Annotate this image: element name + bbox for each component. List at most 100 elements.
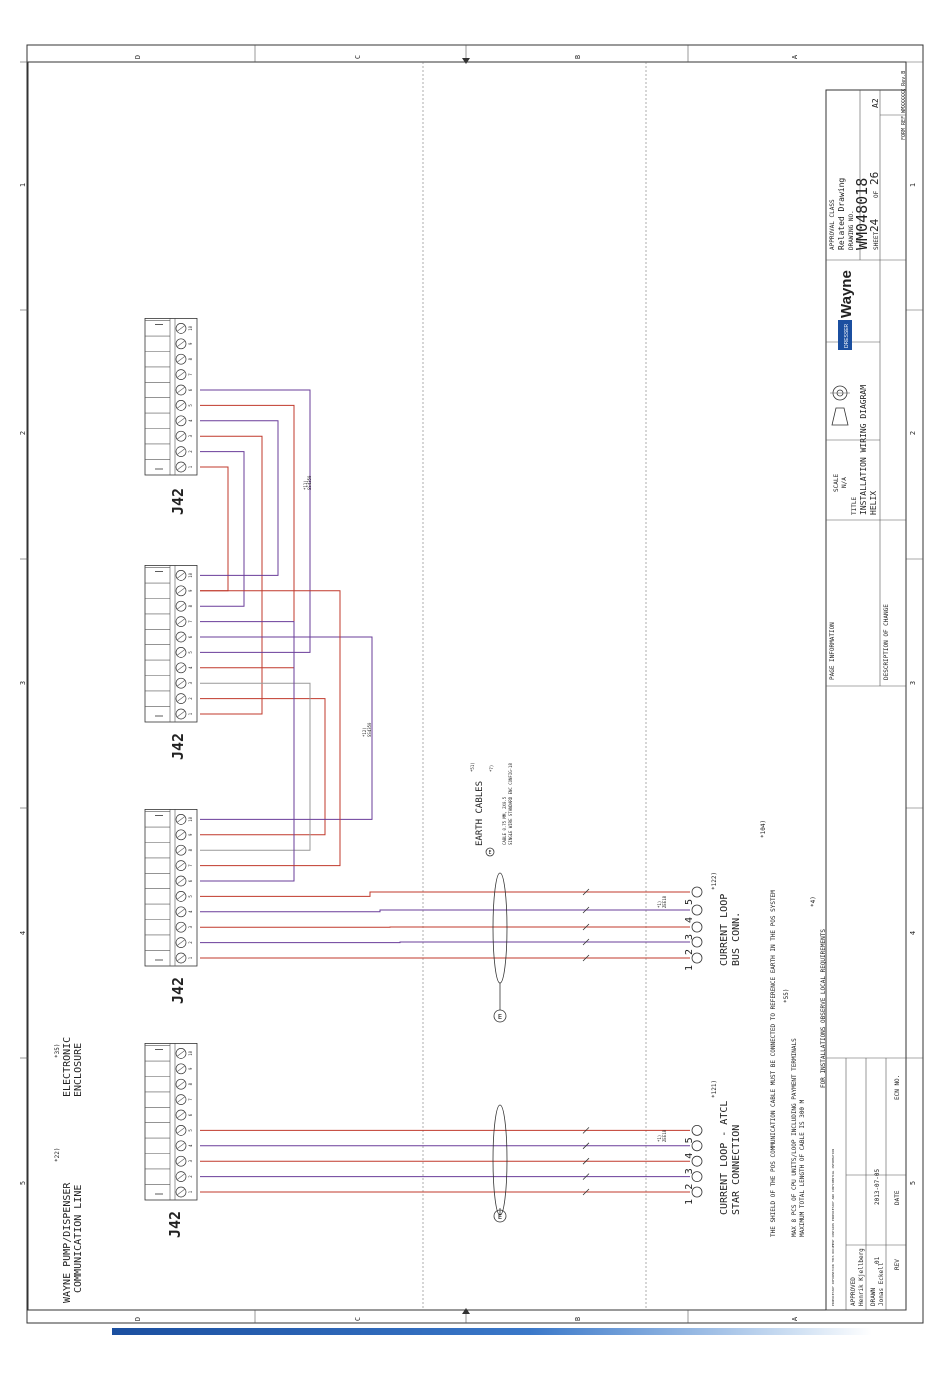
zone-number: 4 xyxy=(909,931,917,935)
terminal-pin-label: 9 xyxy=(188,1067,193,1070)
terminal-pin-label: 6 xyxy=(188,879,193,882)
connector-label-j42: J42 xyxy=(169,977,187,1004)
pump-line-ref: *22) xyxy=(54,1148,61,1162)
approval-class-label: APPROVAL CLASS xyxy=(829,199,836,250)
current-loop-pin-label: 1 xyxy=(684,965,695,971)
earth-symbol-label: E xyxy=(498,1213,502,1221)
wire xyxy=(200,909,690,913)
terminal-blocks: 1234567891012345678910123456789101234567… xyxy=(144,317,198,1201)
cable-tick xyxy=(582,1157,590,1165)
terminal-pin-label: 2 xyxy=(188,941,193,944)
terminal-screw-icon xyxy=(175,937,187,948)
wire xyxy=(200,636,373,820)
zone-number: 1 xyxy=(909,183,917,187)
cable-tick xyxy=(582,906,590,914)
pump-line-label: WAYNE PUMP/DISPENSER xyxy=(62,1182,73,1303)
enclosure-ref: *35) xyxy=(54,1044,61,1058)
enclosure-label-2: ENCLOSURE xyxy=(73,1043,84,1097)
terminal-screw-icon xyxy=(175,1078,187,1090)
terminal-screw-icon xyxy=(175,662,187,674)
center-arrow-top xyxy=(462,58,470,64)
dresser-badge xyxy=(838,320,852,350)
terminal-screw-icon xyxy=(175,1094,187,1105)
wire-runs xyxy=(200,389,690,1196)
terminal-pin-label: 8 xyxy=(188,1082,193,1085)
earth-cable-line2: SINGLE WIRE STANDARD ENC CONFIG-18 xyxy=(508,763,513,845)
terminal-screw-icon xyxy=(175,415,187,427)
zone-number: 1 xyxy=(19,183,27,187)
earth-symbol-label: E xyxy=(498,1013,502,1021)
cable-tick xyxy=(582,923,590,931)
terminal-screw-icon xyxy=(175,891,187,902)
terminal-screw-icon xyxy=(175,323,187,334)
current-loop-terminal xyxy=(691,1155,703,1167)
terminal-screw-icon xyxy=(175,875,187,887)
terminal-pin-label: 4 xyxy=(188,910,193,913)
earth-cables-ref: *51) xyxy=(470,762,475,772)
earth-cable-line1: CABLE 0.75 MM, 2X0.5 xyxy=(502,796,507,845)
terminal-screw-icon xyxy=(175,921,187,933)
description-of-change-label: DESCRIPTION OF CHANGE xyxy=(883,604,890,680)
current-loop-terminal xyxy=(691,921,703,933)
zone-letter: A xyxy=(791,1316,799,1321)
terminal-screw-icon xyxy=(175,461,187,473)
zone-letter: D xyxy=(134,1317,142,1321)
terminal-screw-icon xyxy=(175,814,187,825)
terminal-screw-icon xyxy=(175,844,187,856)
current-loop-terminal xyxy=(691,904,703,916)
terminal-pin-label: 6 xyxy=(188,635,193,638)
terminal-screw-icon xyxy=(175,693,187,704)
current-loop-pin-label: 4 xyxy=(684,1153,695,1159)
zone-letter: C xyxy=(354,1317,362,1321)
terminal-pin-label: 5 xyxy=(188,1129,193,1132)
zone-number: 2 xyxy=(19,431,27,435)
sheet-of-label: OF xyxy=(873,190,880,198)
terminal-screw-icon xyxy=(175,1048,187,1059)
cable-tick xyxy=(582,888,590,896)
zone-number: 5 xyxy=(19,1181,27,1185)
cable-tick xyxy=(582,938,590,946)
terminal-screw-icon xyxy=(175,600,187,612)
zone-letter: A xyxy=(791,54,799,59)
terminal-pin-label: 7 xyxy=(188,864,193,867)
current-loop-terminal xyxy=(691,886,703,898)
cable-tick xyxy=(582,1127,590,1134)
current-loop-pin-label: 2 xyxy=(684,1184,695,1190)
drawn-by: Jonas Eckell xyxy=(878,1262,885,1306)
wire xyxy=(200,420,279,576)
terminal-screw-icon xyxy=(175,631,187,643)
current-loop-terminal xyxy=(691,1186,703,1198)
current-loop-terminal xyxy=(691,1171,703,1182)
wire xyxy=(200,389,311,653)
terminal-pin-label: 1 xyxy=(188,465,193,468)
zone-letter: B xyxy=(574,1317,582,1321)
terminal-screw-icon xyxy=(175,430,187,442)
terminal-screw-icon xyxy=(175,384,187,396)
terminal-screw-icon xyxy=(175,708,187,720)
current-loop-pin-label: 3 xyxy=(684,1168,695,1174)
terminal-screw-icon xyxy=(175,446,187,457)
terminal-screw-icon xyxy=(175,647,187,658)
wayne-logo: Wayne xyxy=(838,270,855,318)
approval-class-value: Related Drawing xyxy=(837,178,846,250)
terminal-pin-label: 10 xyxy=(188,816,193,821)
drawing-number: WM048018 xyxy=(853,178,871,250)
terminal-pin-label: 2 xyxy=(188,450,193,453)
terminal-screw-icon xyxy=(175,585,187,597)
terminal-screw-icon xyxy=(175,1186,187,1198)
drawing-no-label: DRAWING NO. xyxy=(848,210,855,250)
sheet-size: A2 xyxy=(871,98,880,108)
connector-label-j42: J42 xyxy=(169,733,187,760)
dresser-logo: DRESSER xyxy=(844,323,850,348)
wire-tag-ref: *12) xyxy=(362,727,367,737)
ecn-label: ECN NO. xyxy=(894,1075,901,1100)
enclosure-label: ELECTRONIC xyxy=(62,1037,73,1097)
drawing-subtitle: HELIX xyxy=(869,491,878,515)
note-shield: THE SHIELD OF THE POS COMMUNICATION CABL… xyxy=(770,890,777,1237)
current-loop-ref: *121) xyxy=(711,1080,718,1098)
